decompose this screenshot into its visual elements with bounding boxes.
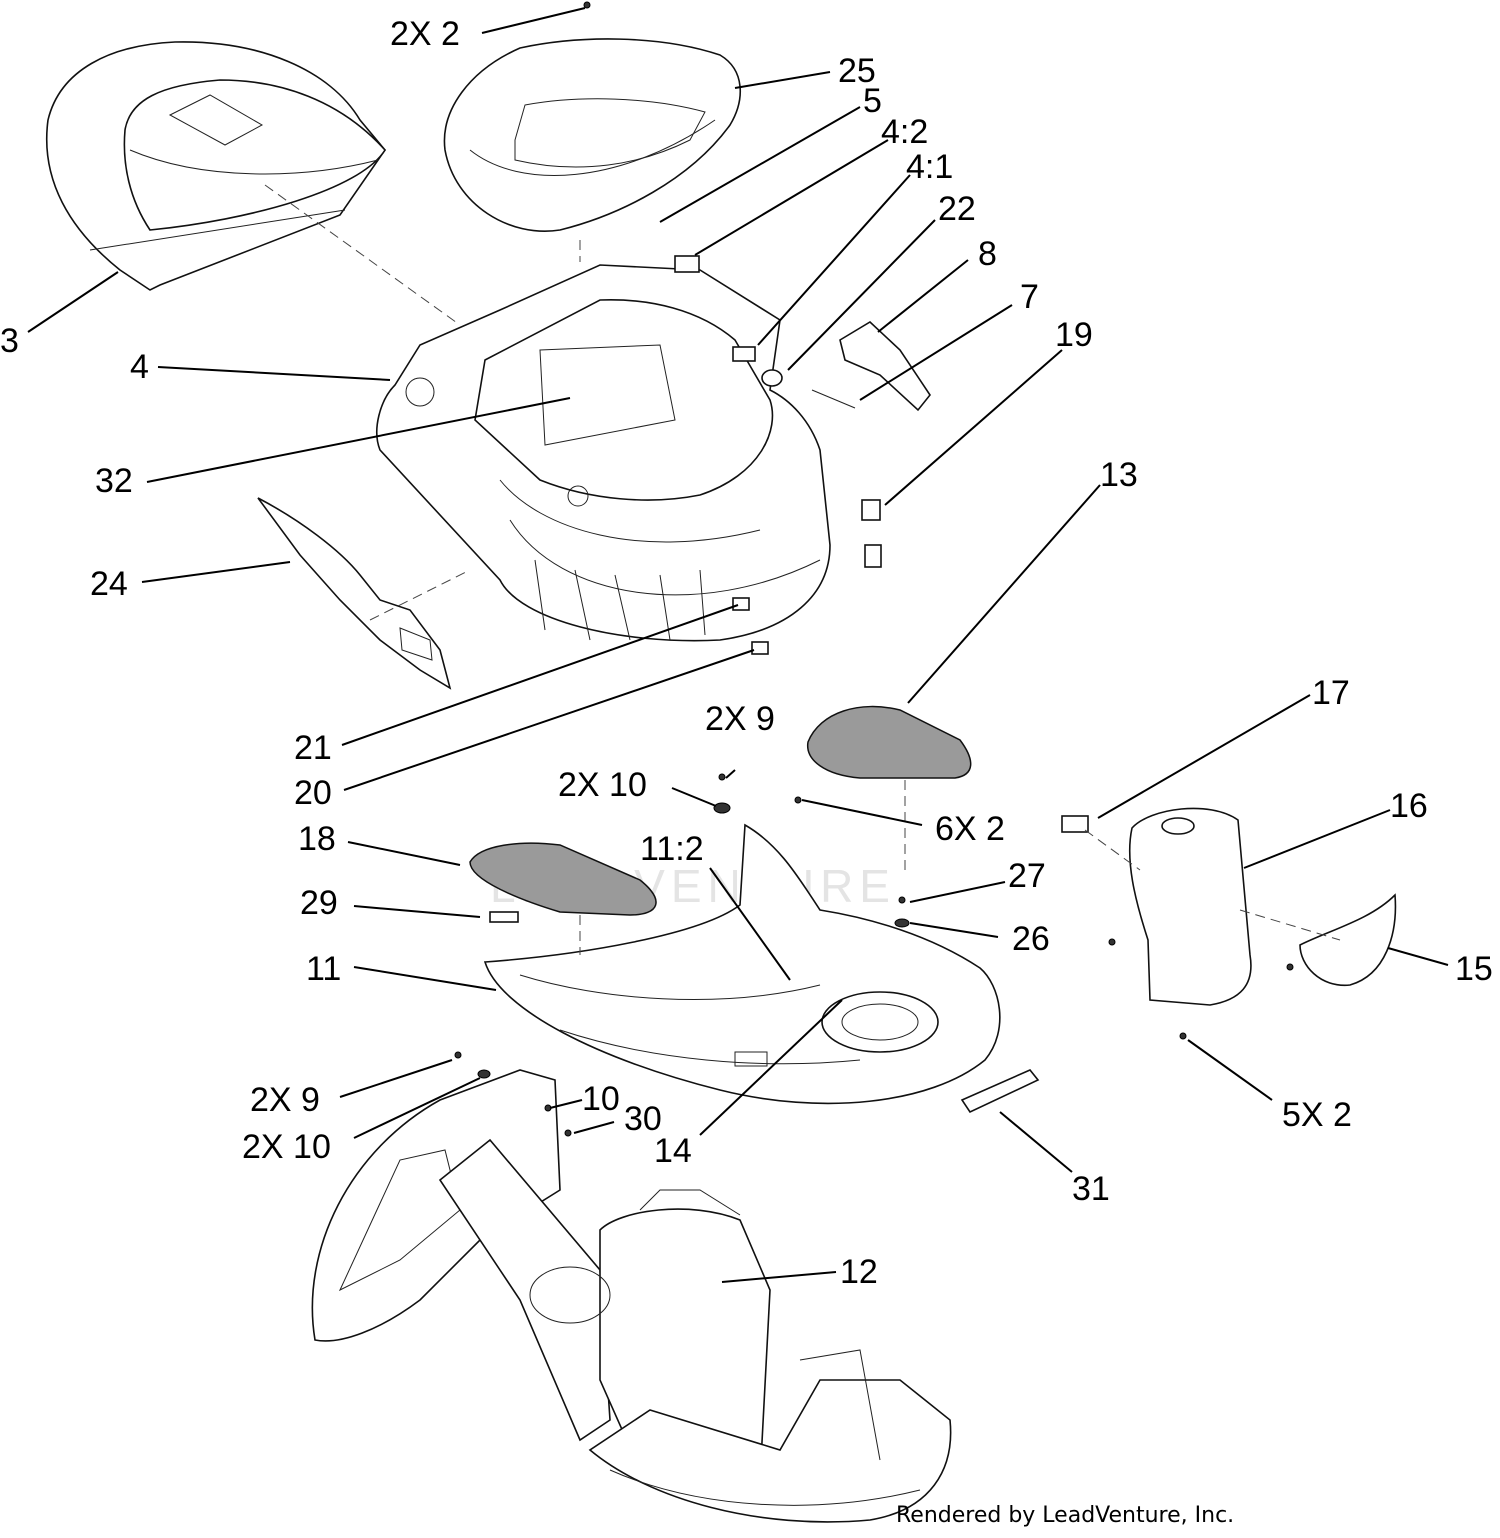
callout-27: 27 — [1008, 857, 1046, 895]
callout-4: 4 — [130, 348, 149, 386]
callout-20: 20 — [294, 774, 332, 812]
callout-10: 10 — [582, 1080, 620, 1118]
cover-part-25 — [443, 1, 741, 232]
callout-2x10-upper: 2X 10 — [558, 766, 647, 804]
callout-16: 16 — [1390, 787, 1428, 825]
footer-credit: Rendered by LeadVenture, Inc. — [896, 1503, 1234, 1528]
callout-6x2: 6X 2 — [935, 810, 1005, 848]
callout-11-2: 11:2 — [640, 830, 704, 868]
callout-19: 19 — [1055, 316, 1093, 354]
callout-24: 24 — [90, 565, 128, 603]
callout-13: 13 — [1100, 456, 1138, 494]
callout-25: 25 — [838, 52, 876, 90]
callout-4-1: 4:1 — [906, 148, 953, 186]
callout-2x2-top: 2X 2 — [390, 15, 460, 53]
callout-31: 31 — [1072, 1170, 1110, 1208]
small-parts-right — [674, 255, 931, 568]
callout-2x9-upper: 2X 9 — [705, 700, 775, 738]
console-part-16 — [1061, 807, 1397, 1040]
callout-5: 5 — [863, 82, 882, 120]
foot-mat-part-13 — [807, 705, 972, 779]
decal-part-31 — [960, 1069, 1040, 1114]
seat-part-3 — [46, 41, 387, 291]
callout-15: 15 — [1455, 950, 1493, 988]
callout-14: 14 — [654, 1132, 692, 1170]
callout-4-2: 4:2 — [881, 113, 928, 151]
callout-3: 3 — [0, 322, 19, 360]
decal-part-24 — [257, 497, 452, 690]
leader-lines — [27, 7, 1449, 1283]
foot-mat-part-18 — [469, 842, 657, 916]
decal-part-21 — [732, 597, 750, 611]
callout-12: 12 — [840, 1253, 878, 1291]
callout-21: 21 — [294, 729, 332, 767]
callout-26: 26 — [1012, 920, 1050, 958]
callout-labels: 2X 2 25 5 4:2 4:1 22 8 7 19 3 4 32 24 13… — [0, 15, 1493, 1291]
callout-29: 29 — [300, 884, 338, 922]
callout-8: 8 — [978, 235, 997, 273]
callout-32: 32 — [95, 462, 133, 500]
alignment-lines — [264, 184, 1341, 955]
callout-2x10-lower: 2X 10 — [242, 1128, 331, 1166]
callout-11: 11 — [306, 950, 341, 988]
callout-7: 7 — [1020, 278, 1039, 316]
footrest-part-11 — [483, 823, 1001, 1105]
callout-5x2: 5X 2 — [1282, 1096, 1352, 1134]
body-part-4 — [376, 264, 831, 642]
callout-17: 17 — [1312, 674, 1350, 712]
callout-22: 22 — [938, 190, 976, 228]
callout-2x9-lower: 2X 9 — [250, 1081, 320, 1119]
decal-part-20 — [751, 641, 769, 655]
callout-30: 30 — [624, 1100, 662, 1138]
callout-18: 18 — [298, 820, 336, 858]
